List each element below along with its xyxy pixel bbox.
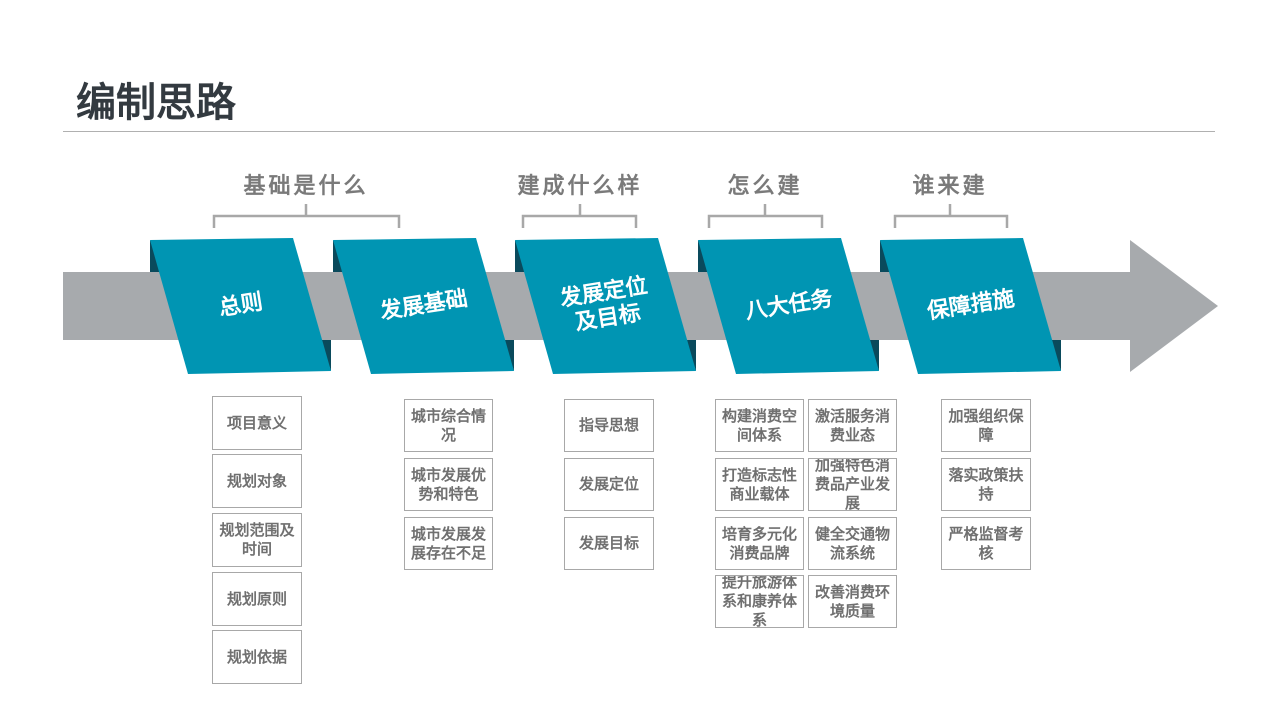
item-box: 规划对象: [212, 454, 302, 508]
item-box: 指导思想: [564, 399, 654, 452]
item-box: 项目意义: [212, 396, 302, 450]
item-box: 发展目标: [564, 517, 654, 570]
page-title: 编制思路: [76, 80, 236, 126]
item-box: 发展定位: [564, 458, 654, 511]
stage-shape: [333, 238, 514, 374]
bracket-3: [707, 204, 824, 228]
bracket-1: [212, 204, 401, 228]
bracket-2: [521, 204, 638, 228]
bracket-4: [893, 204, 1009, 228]
item-box: 健全交通物流系统: [808, 517, 897, 570]
item-box: 加强特色消费品产业发展: [808, 458, 897, 511]
stage-shape: [698, 238, 879, 374]
item-box: 规划依据: [212, 630, 302, 684]
stage-shape: [515, 238, 696, 374]
item-box: 严格监督考核: [941, 517, 1031, 570]
item-box: 规划原则: [212, 572, 302, 626]
item-box: 城市发展优势和特色: [404, 458, 493, 511]
phase-label: 谁来建: [912, 174, 988, 199]
phase-label: 怎么建: [727, 174, 803, 199]
item-box: 培育多元化消费品牌: [715, 517, 804, 570]
phase-label: 建成什么样: [517, 174, 643, 199]
item-box: 提升旅游体系和康养体系: [715, 575, 804, 628]
item-box: 城市发展发展存在不足: [404, 517, 493, 570]
item-box: 激活服务消费业态: [808, 399, 897, 452]
item-box: 构建消费空间体系: [715, 399, 804, 452]
title-divider: [63, 131, 1215, 132]
stage-shape: [880, 238, 1061, 374]
brackets: [212, 204, 1009, 228]
stage-shape: [150, 238, 331, 374]
item-box: 落实政策扶持: [941, 458, 1031, 511]
item-box: 加强组织保障: [941, 399, 1031, 452]
item-box: 城市综合情况: [404, 399, 493, 452]
item-box: 规划范围及时间: [212, 513, 302, 567]
phase-label: 基础是什么: [243, 174, 369, 199]
item-box: 打造标志性商业载体: [715, 458, 804, 511]
item-box: 改善消费环境质量: [808, 575, 897, 628]
